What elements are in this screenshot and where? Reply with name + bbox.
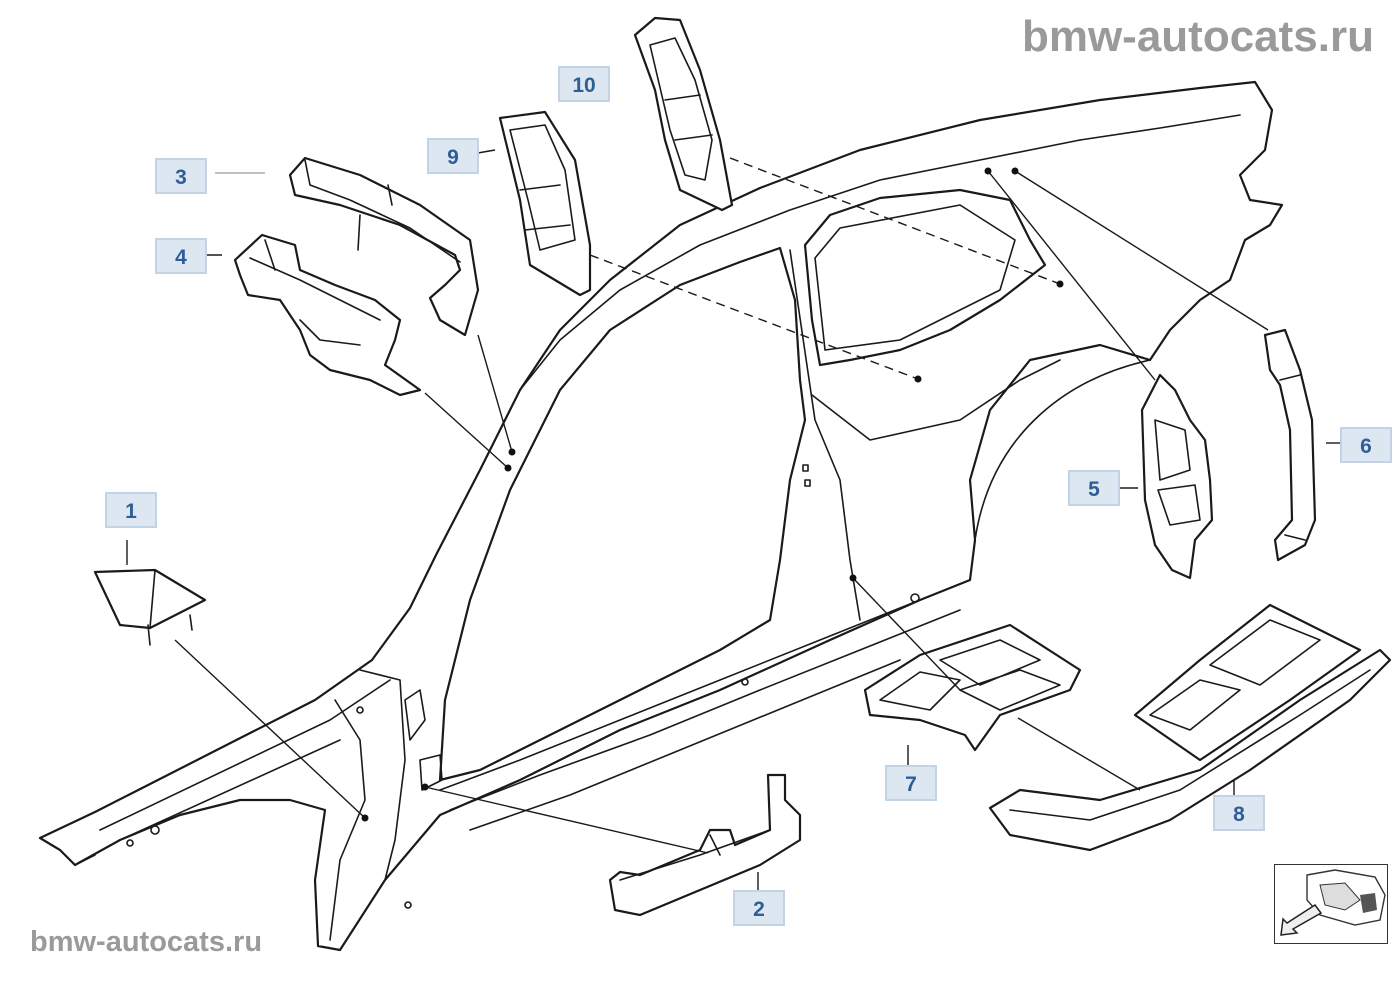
- callout-9[interactable]: 9: [427, 138, 479, 174]
- callout-5[interactable]: 5: [1068, 470, 1120, 506]
- body-side-frame: [38, 80, 1284, 952]
- part-4-shape: [233, 233, 422, 397]
- part-6-shape: [1263, 328, 1317, 562]
- part-7-shape: [863, 623, 1082, 752]
- part-10-shape: [633, 16, 734, 212]
- part-3-shape: [288, 156, 480, 337]
- callout-1[interactable]: 1: [105, 492, 157, 528]
- part-2-shape: [608, 773, 802, 917]
- part-8-shape: [988, 603, 1392, 852]
- leader-lines: [126, 149, 1342, 890]
- watermark-top: bmw-autocats.ru: [1021, 12, 1374, 61]
- part-5-shape: [1140, 373, 1214, 580]
- callout-4[interactable]: 4: [155, 238, 207, 274]
- watermark-bottom: bmw-autocats.ru: [30, 926, 263, 958]
- callout-6[interactable]: 6: [1340, 427, 1392, 463]
- part-1-shape: [93, 568, 207, 646]
- callout-2[interactable]: 2: [733, 890, 785, 926]
- part-9-shape: [498, 110, 592, 297]
- callout-10[interactable]: 10: [558, 66, 610, 102]
- arrow-view-icon: [1274, 864, 1388, 944]
- callout-7[interactable]: 7: [885, 765, 937, 801]
- callout-8[interactable]: 8: [1213, 795, 1265, 831]
- callout-3[interactable]: 3: [155, 158, 207, 194]
